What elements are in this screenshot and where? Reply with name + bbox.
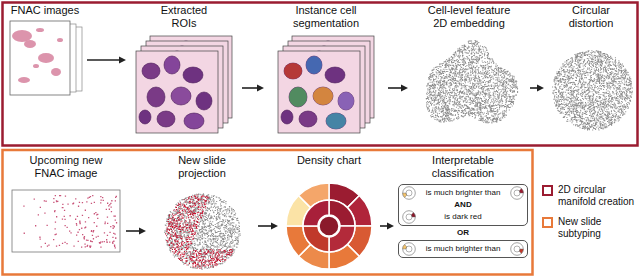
mini-chart-ring [514, 190, 520, 196]
step-label: FNAC images [6, 4, 84, 17]
step-label: Instance cell segmentation [276, 4, 376, 30]
operator-label: OR [396, 228, 530, 238]
step-node: Extracted ROIs [128, 4, 240, 138]
panel-border [3, 150, 533, 275]
step-node: Density chart [280, 154, 378, 272]
panel-border [3, 3, 638, 146]
legend-entry: 2D circular manifold creation [542, 184, 638, 208]
legend-text: 2D circular manifold creation [558, 184, 636, 208]
step-node: Circular distortion [546, 4, 636, 138]
arrow-line [258, 225, 273, 227]
legend-entry: New slide subtyping [542, 216, 638, 240]
step-node: Upcoming new FNAC image [8, 154, 124, 270]
rule-row: is much brighter than [401, 187, 525, 199]
scatter-points [426, 40, 518, 124]
density-chart [286, 183, 372, 269]
flow-arrow [87, 57, 126, 64]
arrow-line [388, 87, 403, 89]
mini-chart-icon [402, 242, 416, 256]
rule-text: is much brighter than [417, 188, 509, 198]
flow-arrow [388, 85, 408, 92]
flow-arrow [126, 228, 146, 235]
roi-tile [136, 51, 218, 133]
step-node: FNAC images [5, 4, 85, 98]
flow-arrow [242, 85, 264, 92]
rule-text: is dark red [417, 212, 509, 222]
legend-swatch [542, 217, 553, 228]
step-label: New slide projection [162, 154, 242, 180]
roi-tile [278, 51, 360, 133]
mini-chart-ring [403, 187, 416, 200]
step-node: Instance cell segmentation [266, 4, 386, 138]
step-label: Extracted ROIs [154, 4, 214, 30]
flow-arrow [530, 85, 544, 92]
rule-text: AND [417, 200, 509, 210]
mini-chart-ring [511, 243, 524, 256]
step-label: Circular distortion [556, 4, 626, 30]
mini-chart-icon [510, 186, 524, 200]
mini-chart-icon [402, 186, 416, 200]
step-label: Interpretable classification [418, 154, 508, 180]
arrow-head [271, 223, 278, 230]
step-label: Density chart [284, 154, 374, 167]
flow-arrow [258, 223, 278, 230]
arrow-head [119, 57, 126, 64]
legend: 2D circular manifold creationNew slide s… [542, 184, 638, 248]
scatter-plots [12, 40, 633, 270]
arrow-line [126, 230, 141, 232]
arrow-head [537, 85, 544, 92]
flow-arrow [380, 223, 394, 230]
arrow-line [242, 87, 259, 89]
mini-chart-ring [406, 190, 412, 196]
scatter-points [23, 195, 117, 249]
stain [12, 28, 63, 83]
mini-chart-icon [510, 242, 524, 256]
legend-swatch [542, 185, 553, 196]
step-label: Cell-level feature 2D embedding [421, 4, 517, 30]
mini-chart-ring [403, 211, 416, 224]
step-label: Upcoming new FNAC image [21, 154, 111, 180]
step-node: New slide projection [148, 154, 256, 272]
mini-chart-ring [406, 214, 412, 220]
rule-box: is much brighter thanAND is dark red [398, 184, 528, 226]
rule-row: is much brighter than [401, 243, 525, 255]
arrow-head [401, 85, 408, 92]
slide-image [12, 190, 120, 252]
scatter-points [552, 50, 633, 130]
scatter-points [165, 195, 233, 269]
rule-text: is much brighter than [417, 244, 509, 254]
mini-chart-ring [511, 187, 524, 200]
slide-image [10, 21, 70, 95]
mini-chart-ring [406, 246, 412, 252]
legend-text: New slide subtyping [558, 216, 636, 240]
mini-chart-ring [514, 246, 520, 252]
rule-row: is dark red [401, 211, 525, 223]
step-node: Cell-level feature 2D embedding [410, 4, 528, 138]
rule-row: AND [401, 199, 525, 211]
arrow-head [139, 228, 146, 235]
arrow-head [387, 223, 394, 230]
step-node: Interpretable classificationOR is much br… [396, 154, 530, 272]
scatter-points [164, 193, 240, 270]
mini-chart-icon [402, 210, 416, 224]
rule-box: is much brighter than [398, 240, 528, 258]
arrow-head [257, 85, 264, 92]
arrow-line [87, 59, 121, 61]
segmentation-mask [284, 56, 354, 129]
chart-center [319, 216, 339, 236]
mini-chart-ring [403, 243, 416, 256]
